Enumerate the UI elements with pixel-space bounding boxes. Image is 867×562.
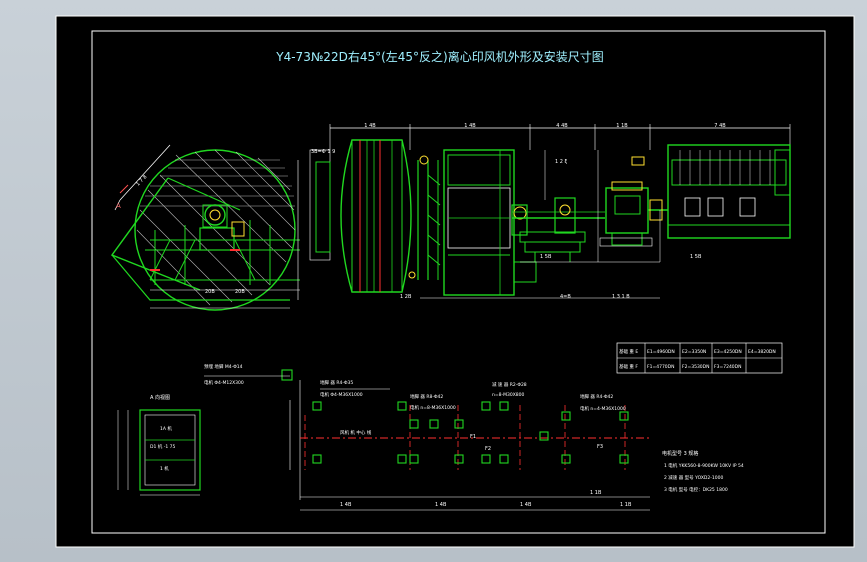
svg-text:1A 机: 1A 机 — [160, 425, 172, 432]
fan-side-view: A 20B — [110, 144, 300, 311]
svg-text:预埋 地脚 M4-Φ14: 预埋 地脚 M4-Φ14 — [204, 363, 243, 370]
svg-text:1 4B: 1 4B — [340, 502, 352, 508]
svg-text:F3=7240DN: F3=7240DN — [714, 364, 742, 370]
svg-text:F2: F2 — [485, 446, 491, 452]
sheet-outer-border — [55, 15, 855, 548]
fan-front-view: 1 4B 1 4B 4 4B 1 1B 7 4B 3B=Φ 1 9 — [297, 123, 791, 300]
svg-text:E1=4960DN: E1=4960DN — [647, 349, 675, 355]
svg-text:电机 n=8-M36X1000: 电机 n=8-M36X1000 — [410, 404, 456, 411]
svg-text:F1: F1 — [470, 434, 476, 440]
svg-text:地脚 器 R4-Φ42: 地脚 器 R4-Φ42 — [580, 393, 613, 400]
svg-text:电机 n=4-M36X1000: 电机 n=4-M36X1000 — [580, 405, 626, 412]
sheet-inner-border — [91, 30, 826, 534]
drawing-title: Y4-73№22D右45°(左45°反之)离心印风机外形及安装尺寸图 — [275, 49, 603, 64]
svg-text:E3=4250DN: E3=4250DN — [714, 349, 742, 355]
svg-text:E4=3820DN: E4=3820DN — [748, 349, 776, 355]
svg-text:20B: 20B — [235, 289, 245, 295]
svg-text:F2=3530DN: F2=3530DN — [682, 364, 710, 370]
dim-3: 4 4B — [556, 123, 568, 129]
side-view-box: A 向视图 1A 机 D1 机 -1 75 1 机 — [117, 394, 201, 496]
view-arrow-a: A — [116, 202, 121, 210]
svg-text:F1=4770DN: F1=4770DN — [647, 364, 675, 370]
dim-2: 1 4B — [464, 123, 476, 129]
table-row-label-2: 基础 重 F — [619, 363, 638, 370]
table-row-label-1: 基础 重 E — [619, 348, 638, 355]
side-view-label: A 向视图 — [150, 394, 170, 401]
fan-centerline-label: 风机 机 中心 线 — [340, 429, 372, 436]
svg-text:减 速 器 R2-Φ28: 减 速 器 R2-Φ28 — [492, 381, 527, 388]
svg-text:D1 机 -1 75: D1 机 -1 75 — [150, 443, 175, 450]
svg-text:n=8-M30X800: n=8-M30X800 — [492, 392, 525, 398]
foundation-load-table: 基础 重 E E1=4960DN E2=3350N E3=4250DN E4=3… — [616, 342, 783, 374]
svg-text:1 4B: 1 4B — [520, 502, 532, 508]
motor-spec-notes: 电机型号 3 规格 1 电机 YKK560-8-900KW 10KV IP 54… — [662, 450, 744, 493]
svg-text:1 电机 YKK560-8-900KW 10KV IP 5: 1 电机 YKK560-8-900KW 10KV IP 54 — [664, 462, 744, 469]
svg-text:1 4B: 1 4B — [435, 502, 447, 508]
svg-text:2 减速 器 型号 YOXD2-1000: 2 减速 器 型号 YOXD2-1000 — [664, 474, 723, 481]
dim-10: 1 3 1 B — [612, 294, 630, 300]
svg-text:E2=3350N: E2=3350N — [682, 349, 706, 355]
svg-text:1 1B: 1 1B — [620, 502, 632, 508]
dim-9: 4=B — [560, 294, 571, 300]
svg-text:地脚 器 R4-Φ35: 地脚 器 R4-Φ35 — [320, 379, 353, 386]
dim-5: 1 1B — [616, 123, 628, 129]
dim-8: 1 2B — [400, 294, 412, 300]
svg-text:地脚 器 R8-Φ42: 地脚 器 R8-Φ42 — [410, 393, 443, 400]
dim-12: 1 5B — [690, 254, 702, 260]
svg-text:20B: 20B — [205, 289, 215, 295]
dim-7: 3B=Φ 1 9 — [311, 149, 335, 155]
svg-text:电机 Φ4-M36X1000: 电机 Φ4-M36X1000 — [320, 391, 363, 398]
foundation-plan: 1 4B 1 4B 1 4B 1 1B 1 1B — [204, 363, 650, 511]
svg-text:1 1B: 1 1B — [590, 490, 602, 496]
dim-1: 1 4B — [364, 123, 376, 129]
svg-text:1 7 8: 1 7 8 — [135, 174, 148, 187]
dim-11: 1 5B — [540, 254, 552, 260]
svg-text:1 机: 1 机 — [160, 465, 169, 472]
svg-text:3 电机 型号 电控：DK25 1800: 3 电机 型号 电控：DK25 1800 — [664, 486, 728, 493]
svg-text:电机 Φ4-M12X300: 电机 Φ4-M12X300 — [204, 379, 244, 386]
svg-text:1 2 ξ: 1 2 ξ — [555, 159, 568, 165]
dim-6: 7 4B — [714, 123, 726, 129]
svg-text:F3: F3 — [597, 444, 603, 450]
notes-heading: 电机型号 3 规格 — [662, 450, 698, 457]
